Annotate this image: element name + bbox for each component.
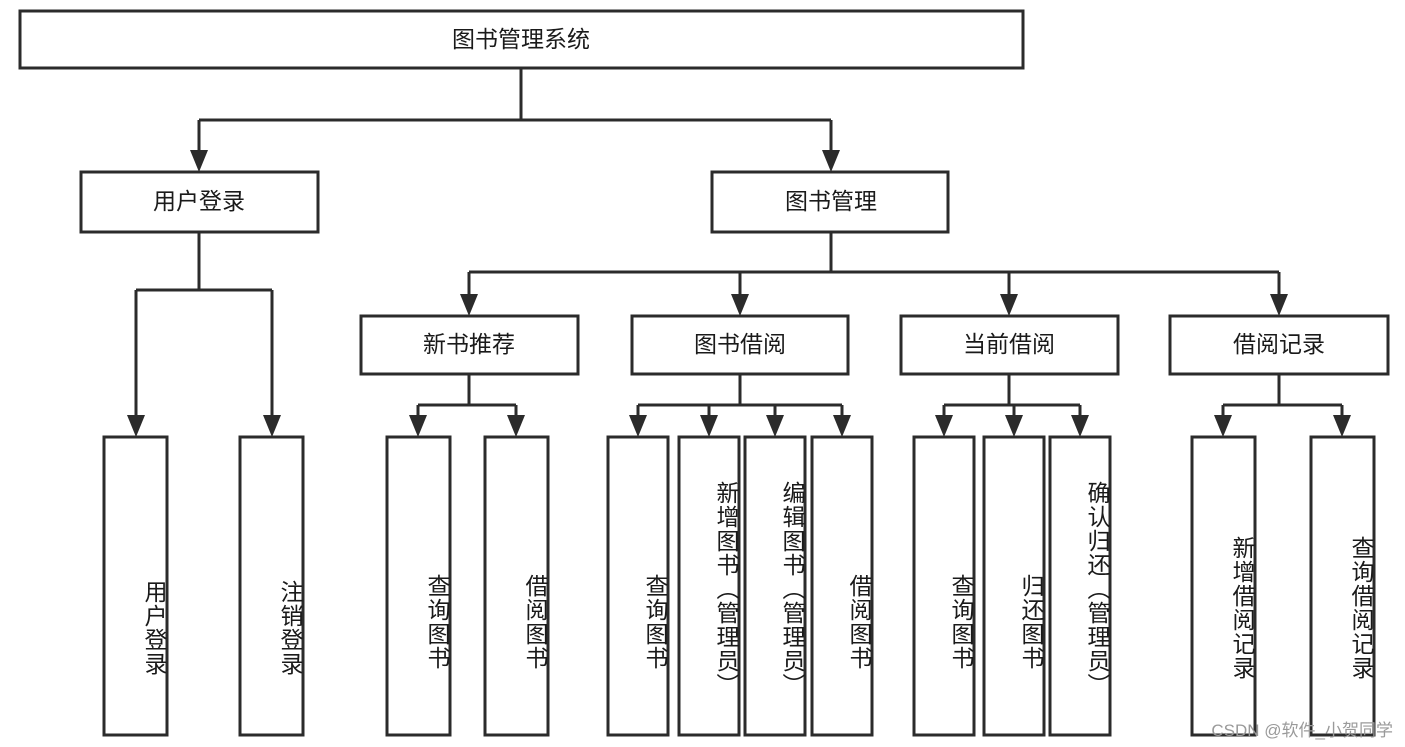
node-root-label: 图书管理系统 (452, 26, 590, 52)
node-leaf-query-book-current[interactable] (912, 435, 976, 737)
arrow-leaf-add-book-admin (700, 415, 718, 437)
arrow-borrow-record (1270, 294, 1288, 316)
node-new-book-recommend-label: 新书推荐 (423, 331, 515, 357)
arrow-leaf-user-login (127, 415, 145, 437)
node-user-login[interactable] (79, 170, 320, 234)
arrow-leaf-confirm-return-admin (1071, 415, 1089, 437)
node-leaf-add-book-admin[interactable] (677, 435, 741, 737)
arrow-book-borrow (731, 294, 749, 316)
arrow-leaf-query-book-current (935, 415, 953, 437)
node-root[interactable] (18, 9, 1025, 70)
node-borrow-record[interactable] (1168, 314, 1390, 376)
node-leaf-edit-book-admin[interactable] (743, 435, 807, 737)
node-leaf-user-login[interactable] (102, 435, 169, 737)
node-leaf-add-borrow-record[interactable] (1190, 435, 1257, 737)
arrow-leaf-query-book-recommend (409, 415, 427, 437)
node-new-book-recommend[interactable] (359, 314, 580, 376)
node-user-login-label: 用户登录 (153, 188, 245, 214)
node-leaf-logout[interactable] (238, 435, 305, 737)
node-book-management[interactable] (710, 170, 950, 234)
node-book-borrow-label: 图书借阅 (694, 331, 786, 357)
arrow-leaf-borrow-book-recommend (507, 415, 525, 437)
node-borrow-record-label: 借阅记录 (1233, 331, 1325, 357)
node-leaf-confirm-return-admin[interactable] (1048, 435, 1112, 737)
arrow-leaf-add-borrow-record (1214, 415, 1232, 437)
arrow-leaf-return-book (1005, 415, 1023, 437)
arrow-leaf-borrow-book (833, 415, 851, 437)
arrow-new-book-recommend (460, 294, 478, 316)
node-current-borrow[interactable] (899, 314, 1120, 376)
node-current-borrow-label: 当前借阅 (963, 331, 1055, 357)
arrow-user-login (190, 150, 208, 172)
arrow-leaf-edit-book-admin (766, 415, 784, 437)
node-leaf-borrow-book[interactable] (810, 435, 874, 737)
node-leaf-borrow-book-recommend[interactable] (483, 435, 550, 737)
arrowhead-layer (127, 150, 1351, 437)
node-leaf-return-book[interactable] (982, 435, 1046, 737)
arrow-leaf-query-borrow-record (1333, 415, 1351, 437)
arrow-book-management (822, 150, 840, 172)
node-leaf-query-book-recommend[interactable] (385, 435, 452, 737)
node-leaf-query-borrow-record[interactable] (1309, 435, 1376, 737)
arrow-leaf-logout (263, 415, 281, 437)
node-book-management-label: 图书管理 (785, 188, 877, 214)
arrow-leaf-query-book-borrow (629, 415, 647, 437)
node-book-borrow[interactable] (630, 314, 850, 376)
node-layer: 图书管理系统 用户登录 图书管理 新书推荐 图书借阅 当前借阅 借阅记录 (18, 9, 1390, 737)
csdn-watermark: CSDN @软件_小贺同学 (1211, 721, 1393, 740)
node-leaf-query-book-borrow[interactable] (606, 435, 670, 737)
arrow-current-borrow (1000, 294, 1018, 316)
